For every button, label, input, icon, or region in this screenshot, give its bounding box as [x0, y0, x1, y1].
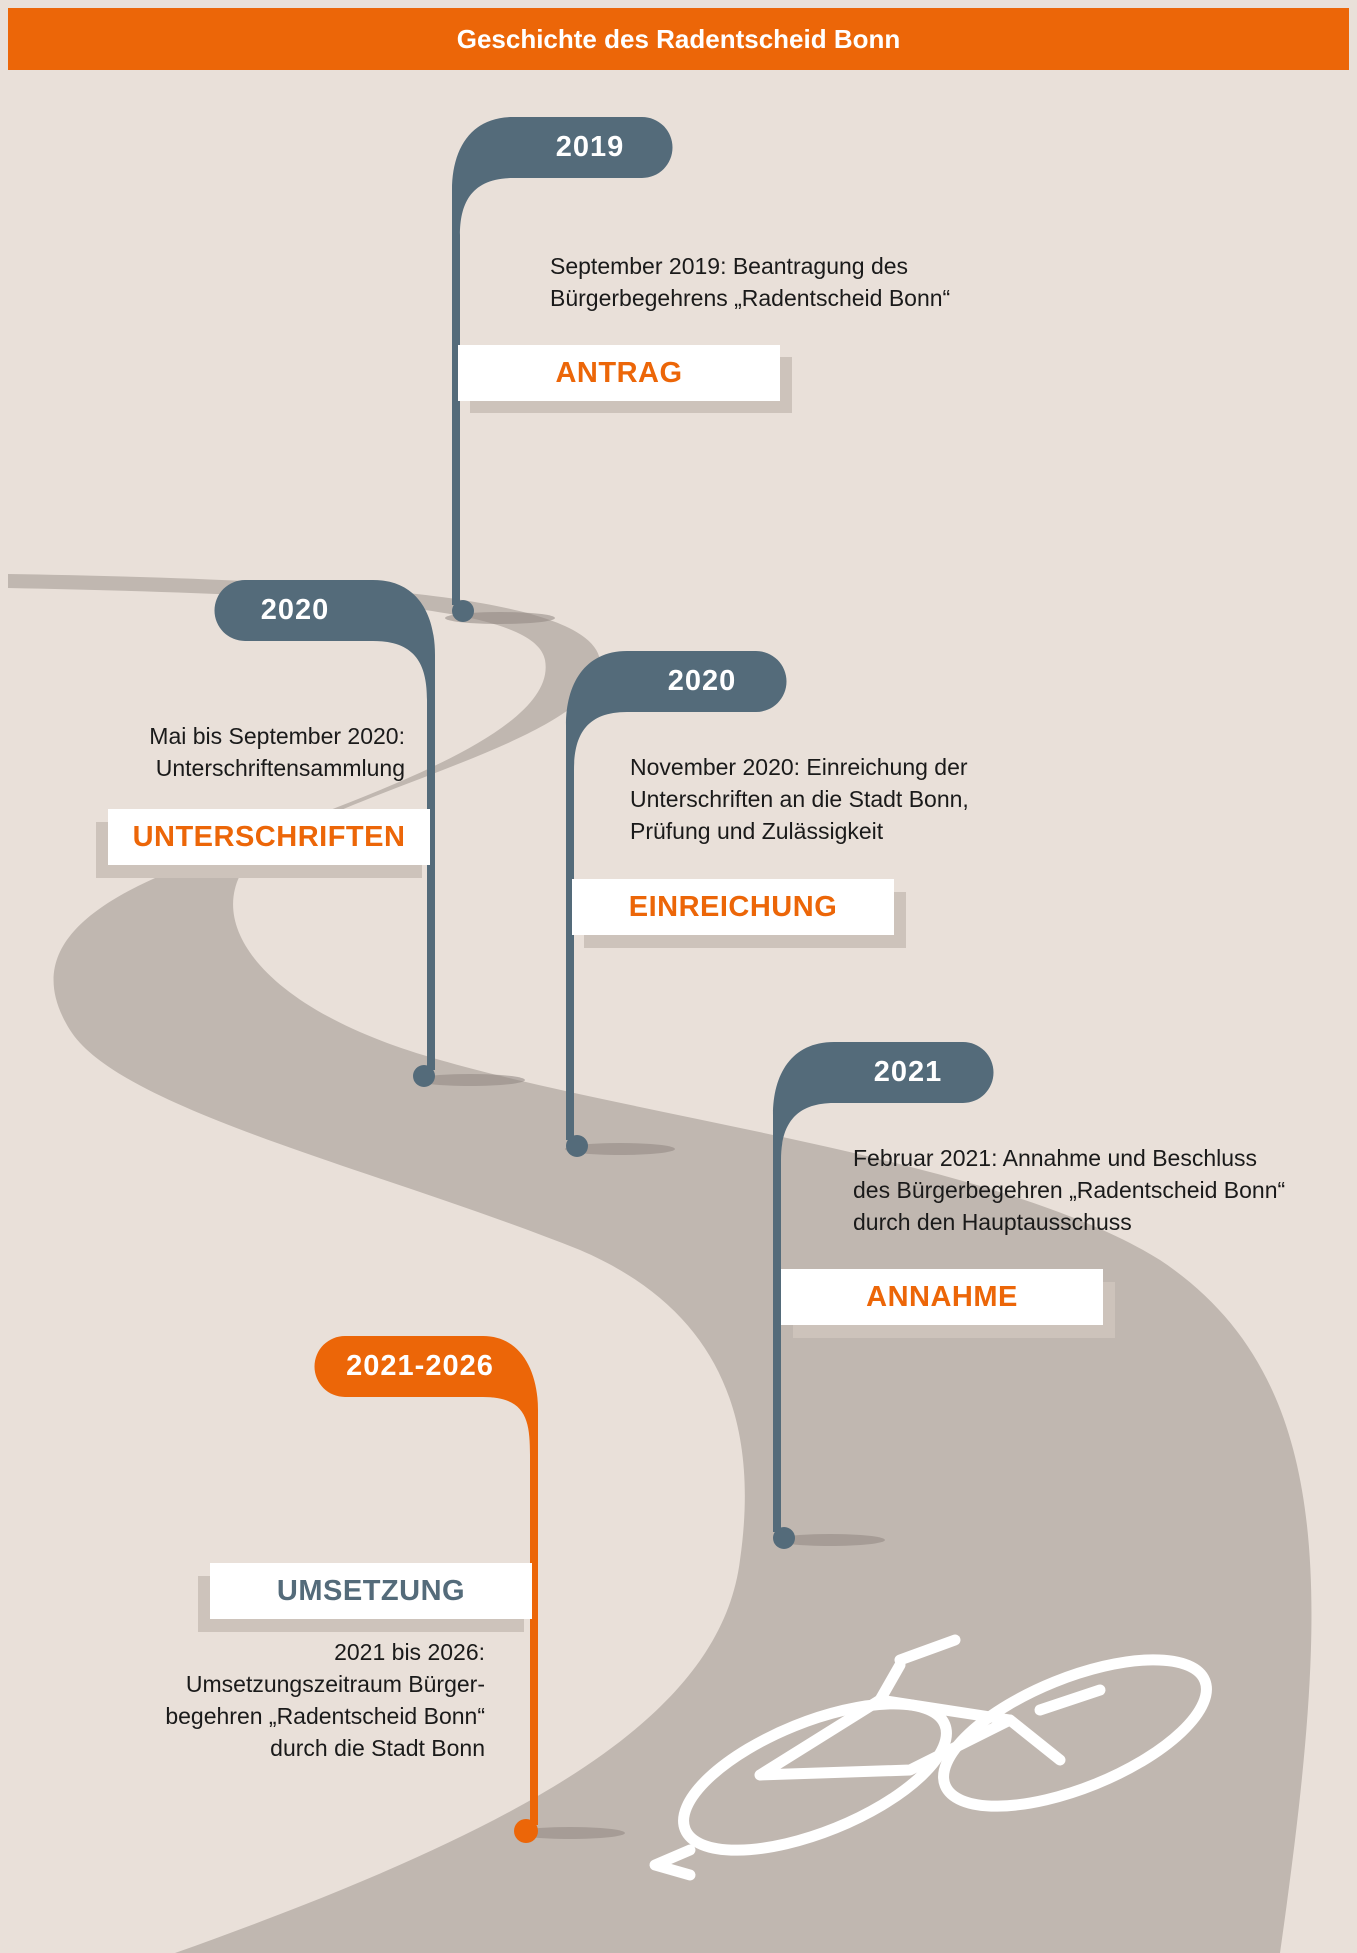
header-bar: Geschichte des Radentscheid Bonn — [8, 8, 1349, 70]
milestone-label-card: ANTRAG — [458, 345, 780, 401]
milestone-label: UNTERSCHRIFTEN — [132, 820, 406, 853]
year-label: 2020 — [667, 665, 737, 697]
milestone-label-card: EINREICHUNG — [572, 879, 894, 935]
year-label: 2020 — [260, 594, 330, 626]
flag-2020-a — [214, 580, 435, 1087]
milestone-label-card: UMSETZUNG — [210, 1563, 532, 1619]
year-label: 2021-2026 — [346, 1350, 494, 1382]
flag-2021-2026 — [314, 1336, 538, 1843]
milestone-label: UMSETZUNG — [276, 1574, 466, 1607]
year-label: 2019 — [555, 131, 625, 163]
milestone-description: September 2019: Beantragung des Bürgerbe… — [550, 253, 951, 311]
page-title: Geschichte des Radentscheid Bonn — [456, 23, 901, 54]
milestone-label: ANTRAG — [555, 356, 683, 389]
flag-2021 — [773, 1042, 994, 1549]
milestone-description: 2021 bis 2026: Umsetzungszeitraum Bürger… — [165, 1639, 485, 1761]
road-path — [8, 574, 1312, 1953]
flag-2020-b — [566, 651, 787, 1157]
milestone-label-card: ANNAHME — [781, 1269, 1103, 1325]
flag-2019 — [452, 117, 673, 622]
milestone-label-card: UNTERSCHRIFTEN — [108, 809, 430, 865]
milestone-label: EINREICHUNG — [628, 890, 838, 923]
pole-shadows — [415, 612, 885, 1839]
milestone-description: Mai bis September 2020: Unterschriftensa… — [149, 723, 405, 781]
milestone-label: ANNAHME — [866, 1280, 1018, 1313]
bicycle-icon — [649, 1634, 1212, 1881]
milestone-description: Februar 2021: Annahme und Beschluss des … — [853, 1145, 1286, 1235]
year-label: 2021 — [873, 1056, 943, 1088]
milestone-description: November 2020: Einreichung der Unterschr… — [630, 754, 969, 844]
